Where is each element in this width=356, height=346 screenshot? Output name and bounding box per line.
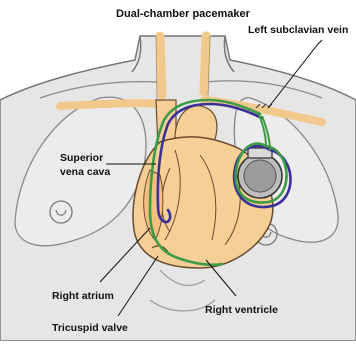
label-right-ventricle: Right ventricle (205, 304, 278, 316)
label-left-subclavian-vein: Left subclavian vein (248, 24, 348, 36)
diagram-title: Dual-chamber pacemaker (116, 8, 251, 20)
label-tricuspid-valve: Tricuspid valve (52, 322, 128, 334)
label-superior-vena-cava-line1: Superior (60, 152, 103, 164)
right-subclavian-vein (60, 103, 162, 106)
left-jugular-vein (204, 36, 206, 92)
label-superior-vena-cava-line2: vena cava (60, 166, 110, 178)
right-jugular-vein (160, 36, 162, 95)
label-right-atrium: Right atrium (52, 290, 114, 302)
